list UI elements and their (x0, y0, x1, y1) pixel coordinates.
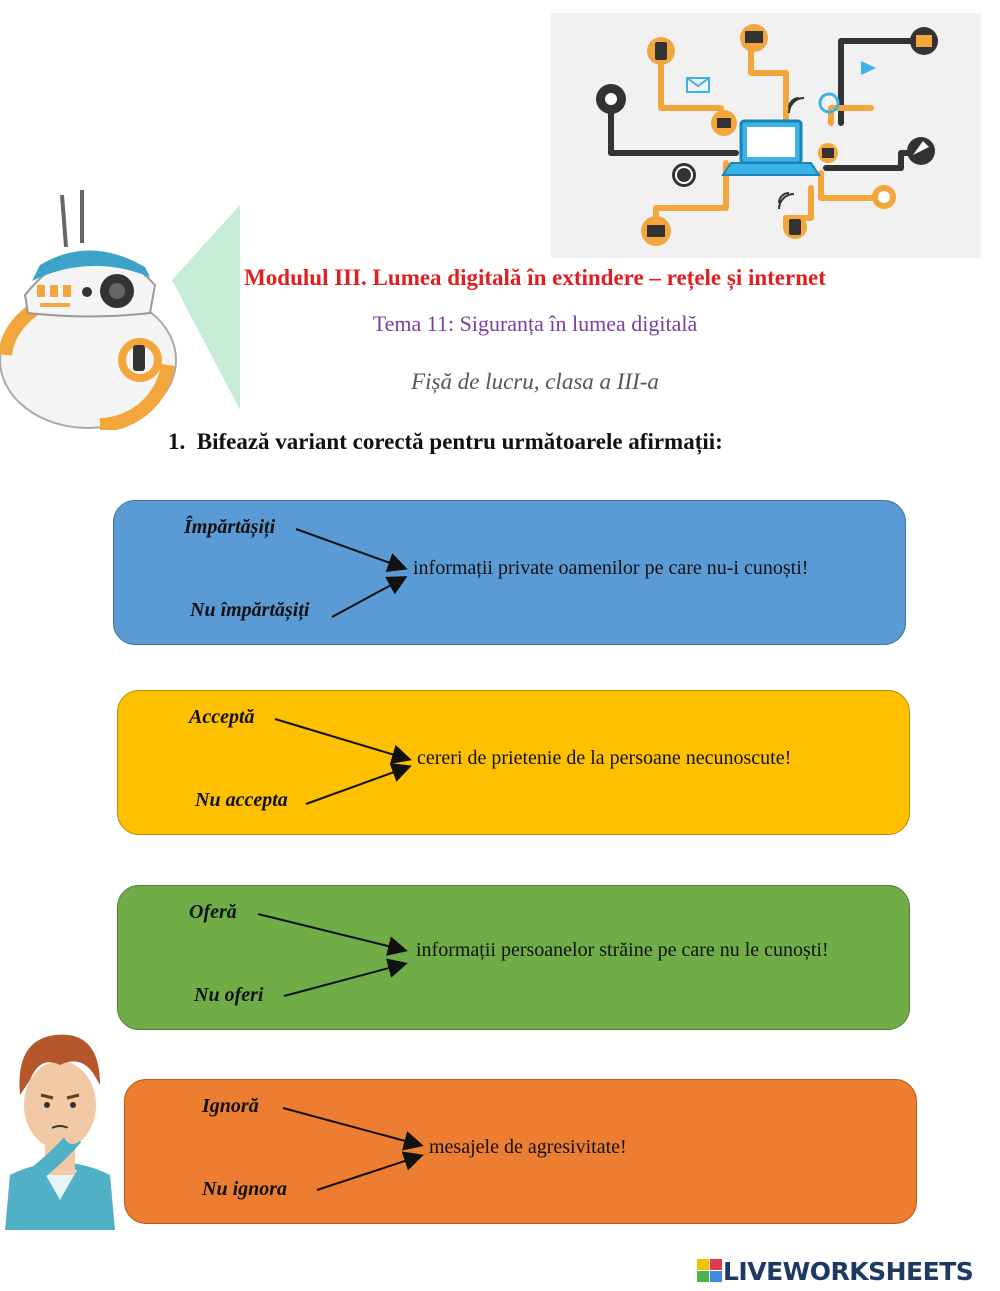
network-illustration (551, 13, 981, 258)
option-do-not-ignore[interactable]: Nu ignora (202, 1178, 288, 1200)
liveworksheets-logo-icon (697, 1259, 722, 1282)
statement-card: Oferă Nu oferi informații persoanelor st… (117, 885, 910, 1030)
connector-arrows (282, 1107, 424, 1191)
connector-arrows (274, 718, 412, 805)
option-ignore[interactable]: Ignoră (202, 1095, 259, 1117)
option-share[interactable]: Împărtășiți (184, 516, 276, 538)
statement-text: informații persoanelor străine pe care n… (416, 939, 829, 961)
option-do-not-offer[interactable]: Nu oferi (194, 984, 264, 1006)
option-accept[interactable]: Acceptă (189, 706, 255, 728)
statement-text: cereri de prietenie de la persoane necun… (417, 747, 792, 769)
option-offer[interactable]: Oferă (189, 901, 237, 923)
exercise-instruction-text: Bifează variant corectă pentru următoare… (196, 429, 723, 454)
module-title: Modulul III. Lumea digitală în extindere… (244, 265, 826, 290)
topic-title: Tema 11: Siguranța în lumea digitală (372, 311, 698, 336)
exercise-number: 1. (168, 429, 186, 454)
worksheet-note: Fișă de lucru, clasa a III-a (411, 369, 659, 394)
statement-text: informații private oamenilor pe care nu-… (413, 557, 809, 579)
statement-text: mesajele de agresivitate! (429, 1136, 627, 1158)
statement-card: Acceptă Nu accepta cereri de prietenie d… (117, 690, 910, 835)
connector-arrows (295, 528, 408, 618)
option-do-not-share[interactable]: Nu împărtășiți (190, 599, 310, 621)
robot-illustration (0, 185, 245, 432)
liveworksheets-logo[interactable]: LIVEWORKSHEETS (697, 1255, 997, 1287)
statement-card: Împărtășiți Nu împărtășiți informații pr… (113, 500, 906, 645)
thinking-boy-illustration (5, 1025, 115, 1230)
option-do-not-accept[interactable]: Nu accepta (195, 789, 288, 811)
statement-card: Ignoră Nu ignora mesajele de agresivitat… (124, 1079, 917, 1224)
exercise-instruction: 1. Bifează variant corectă pentru următo… (168, 429, 723, 455)
connector-arrows (257, 913, 408, 997)
liveworksheets-brand: LIVEWORKSHEETS (723, 1256, 974, 1286)
